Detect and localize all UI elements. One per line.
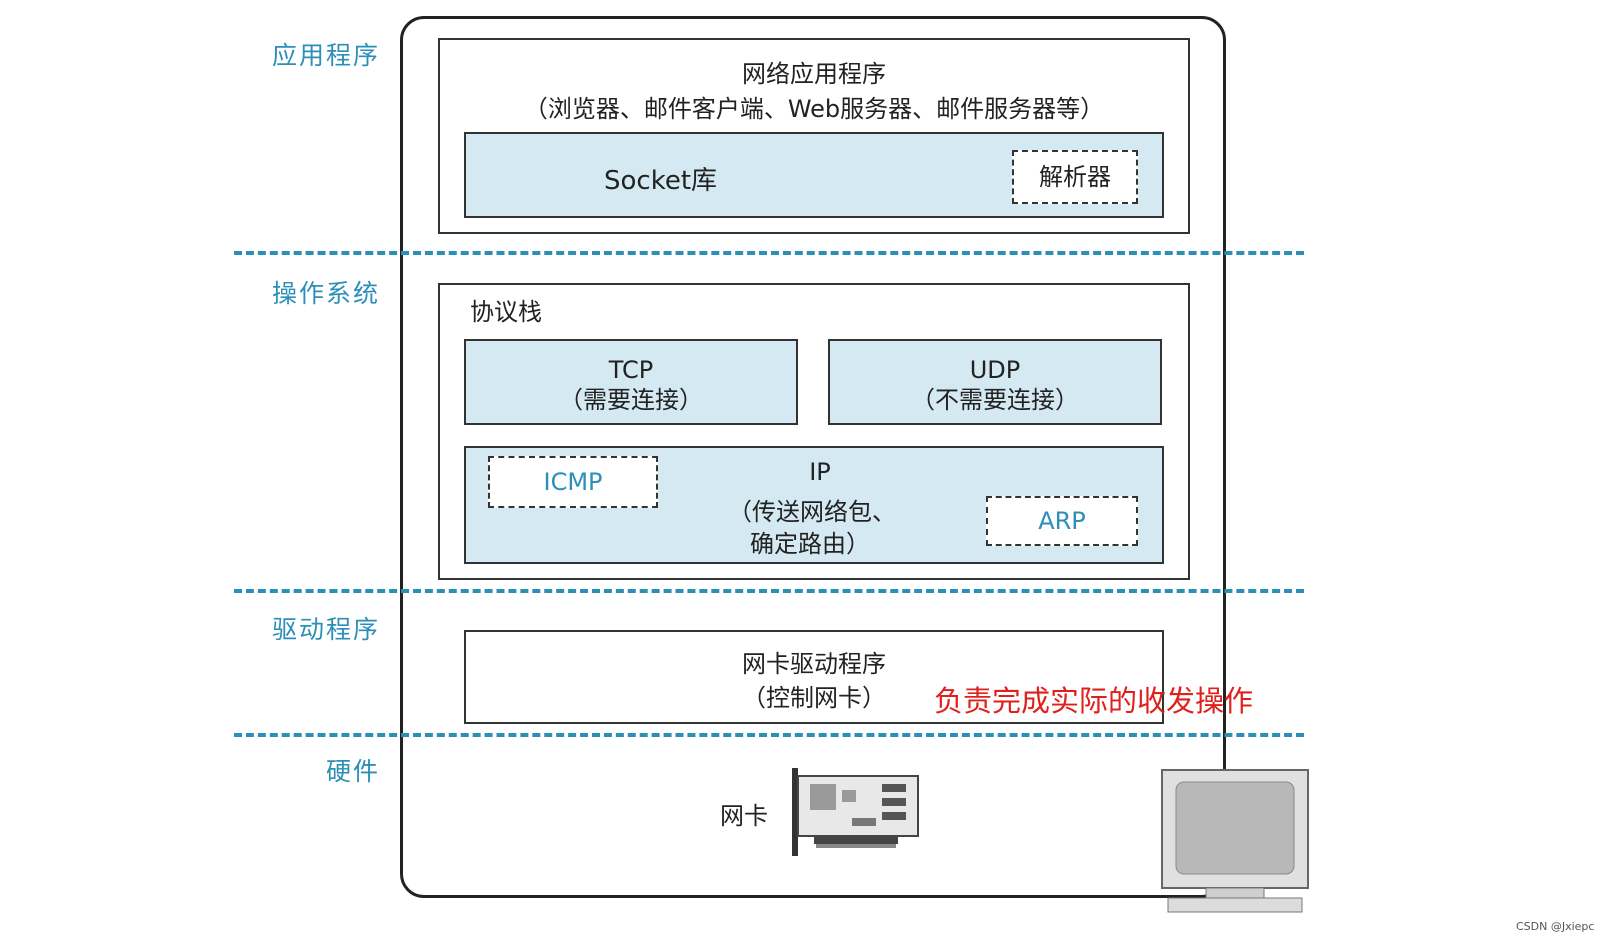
driver-annotation: 负责完成实际的收发操作 xyxy=(934,684,1254,718)
tcp-label: TCP xyxy=(608,356,654,384)
layer-label-hardware: 硬件 xyxy=(325,757,380,786)
layer-divider-os-driver xyxy=(234,589,1304,593)
layer-divider-driver-hardware xyxy=(234,733,1304,737)
network-application-title: 网络应用程序 xyxy=(742,60,886,88)
ip-desc-line1: （传送网络包、 xyxy=(728,498,896,526)
nic-label: 网卡 xyxy=(720,802,768,830)
udp-box xyxy=(828,339,1162,425)
ip-label: IP xyxy=(809,458,831,486)
watermark: CSDN @Jxiepc xyxy=(1516,920,1595,933)
ip-desc-line2: 确定路由） xyxy=(750,530,870,558)
nic-driver-title: 网卡驱动程序 xyxy=(742,650,886,678)
icmp-box: ICMP xyxy=(488,456,658,508)
resolver-box: 解析器 xyxy=(1012,150,1138,204)
network-application-subtitle: （浏览器、邮件客户端、Web服务器、邮件服务器等） xyxy=(523,95,1105,123)
protocol-stack-title: 协议栈 xyxy=(470,298,542,326)
tcp-box xyxy=(464,339,798,425)
layer-label-os: 操作系统 xyxy=(271,279,380,308)
nic-driver-desc: （控制网卡） xyxy=(742,684,886,712)
udp-desc: （不需要连接） xyxy=(911,386,1079,414)
nic-driver-box xyxy=(464,630,1164,724)
network-card-icon xyxy=(792,768,919,856)
layer-label-driver: 驱动程序 xyxy=(271,615,380,644)
socket-library-label: Socket库 xyxy=(604,166,718,196)
monitor-icon xyxy=(1161,769,1309,913)
arp-box: ARP xyxy=(986,496,1138,546)
tcp-desc: （需要连接） xyxy=(559,386,703,414)
udp-label: UDP xyxy=(969,356,1021,384)
layer-divider-app-os xyxy=(234,251,1304,255)
layer-label-application: 应用程序 xyxy=(271,41,380,70)
